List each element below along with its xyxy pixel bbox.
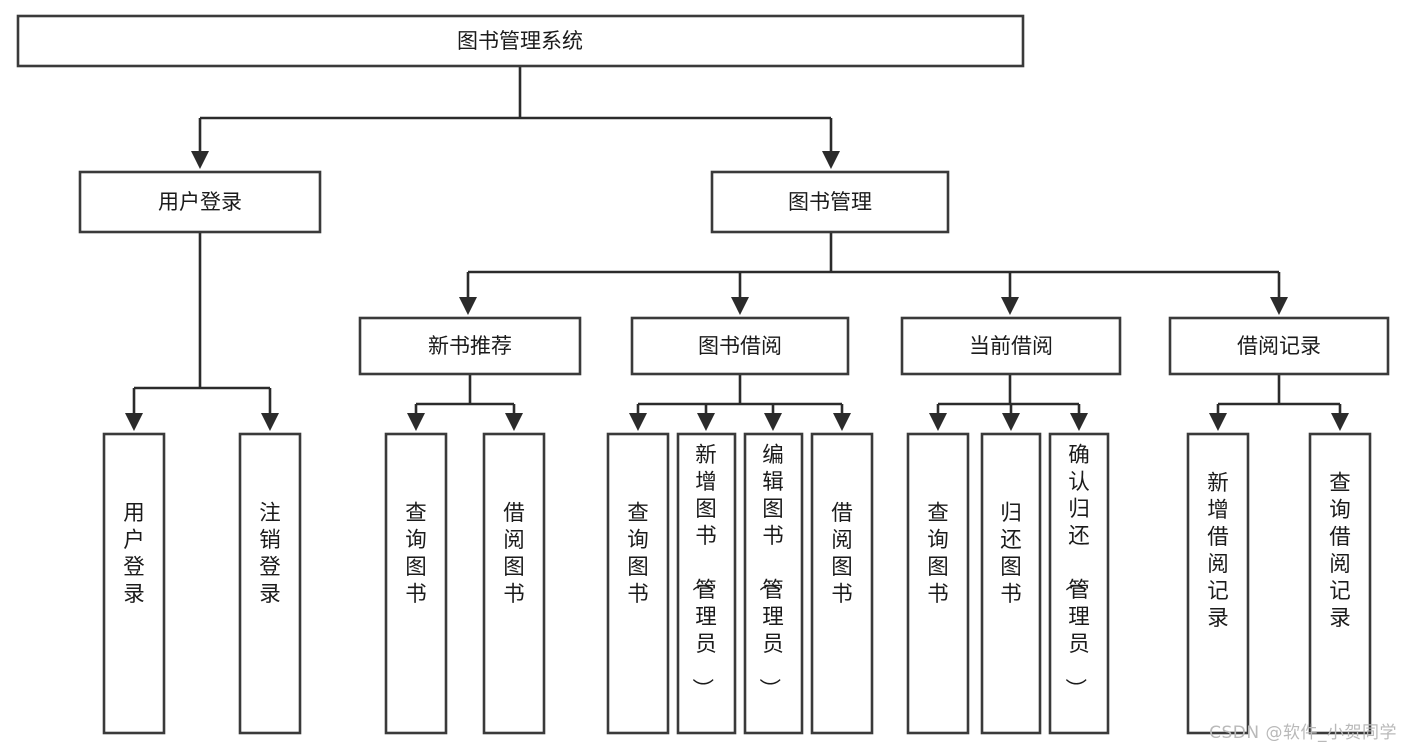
- leaf-node[interactable]: 借阅图书: [482, 432, 546, 735]
- node-book-mgmt-label: 图书管理: [788, 190, 872, 214]
- leaf-node[interactable]: 新增借阅记录: [1186, 432, 1250, 735]
- node-book-mgmt-rect[interactable]: [710, 170, 950, 234]
- leaf-rect[interactable]: [482, 432, 546, 735]
- node-new-book-rect[interactable]: [358, 316, 582, 376]
- leaf-rect[interactable]: [980, 432, 1042, 735]
- node-root-label: 图书管理系统: [457, 29, 583, 53]
- node-borrow-record-label: 借阅记录: [1237, 334, 1321, 358]
- node-book-mgmt[interactable]: 图书管理: [710, 170, 950, 234]
- node-current-borrow[interactable]: 当前借阅: [900, 316, 1122, 376]
- leaf-node[interactable]: 新增图书（管理员）: [676, 432, 737, 735]
- leaf-label: 查询图书: [627, 501, 649, 607]
- leaf-node[interactable]: 用户登录: [102, 432, 166, 735]
- edge-group-user-login: [124, 232, 280, 432]
- node-new-book[interactable]: 新书推荐: [358, 316, 582, 376]
- leaf-rect[interactable]: [676, 432, 737, 735]
- node-root[interactable]: 图书管理系统: [16, 14, 1025, 68]
- leaf-label: 注销登录: [259, 501, 281, 607]
- node-current-borrow-label: 当前借阅: [969, 334, 1053, 358]
- leaf-rect[interactable]: [1048, 432, 1110, 735]
- leaf-node[interactable]: 查询借阅记录: [1308, 432, 1372, 735]
- leaf-label: 新增图书（管理员）: [689, 443, 717, 700]
- leaf-rect[interactable]: [906, 432, 970, 735]
- leaf-rect[interactable]: [810, 432, 874, 735]
- leaf-node[interactable]: 编辑图书（管理员）: [743, 432, 804, 735]
- leaf-node[interactable]: 查询图书: [384, 432, 448, 735]
- node-user-login-rect[interactable]: [78, 170, 322, 234]
- leaf-label: 查询借阅记录: [1329, 471, 1351, 631]
- node-borrow-record-rect[interactable]: [1168, 316, 1390, 376]
- leaf-rect[interactable]: [102, 432, 166, 735]
- node-borrow[interactable]: 图书借阅: [630, 316, 850, 376]
- leaf-label: 编辑图书（管理员）: [756, 443, 784, 700]
- node-borrow-rect[interactable]: [630, 316, 850, 376]
- leaf-node[interactable]: 借阅图书: [810, 432, 874, 735]
- leaf-label: 借阅图书: [831, 501, 853, 607]
- node-borrow-label: 图书借阅: [698, 334, 782, 358]
- node-current-borrow-rect[interactable]: [900, 316, 1122, 376]
- leaf-node[interactable]: 确认归还（管理员）: [1048, 432, 1110, 735]
- edge-group-borrow: [628, 374, 852, 432]
- edge-group-record: [1208, 374, 1350, 432]
- edge-group-current: [928, 374, 1089, 432]
- leaf-rect[interactable]: [606, 432, 670, 735]
- leaf-rect[interactable]: [743, 432, 804, 735]
- leaf-label: 新增借阅记录: [1207, 471, 1229, 631]
- leaf-rect[interactable]: [238, 432, 302, 735]
- leaf-label: 确认归还（管理员）: [1062, 443, 1090, 700]
- leaf-label: 用户登录: [123, 501, 145, 607]
- node-borrow-record[interactable]: 借阅记录: [1168, 316, 1390, 376]
- leaf-rect[interactable]: [1186, 432, 1250, 735]
- leaf-node[interactable]: 注销登录: [238, 432, 302, 735]
- edge-group-new-book: [406, 374, 524, 432]
- node-new-book-label: 新书推荐: [428, 334, 512, 358]
- node-root-rect[interactable]: [16, 14, 1025, 68]
- leaf-label: 借阅图书: [503, 501, 525, 607]
- node-user-login[interactable]: 用户登录: [78, 170, 322, 234]
- leaf-label: 查询图书: [927, 501, 949, 607]
- node-user-login-label: 用户登录: [158, 190, 242, 214]
- leaf-rect[interactable]: [1308, 432, 1372, 735]
- leaf-label: 查询图书: [405, 501, 427, 607]
- leaf-node[interactable]: 查询图书: [606, 432, 670, 735]
- leaf-label: 归还图书: [1000, 501, 1022, 607]
- leaf-rect[interactable]: [384, 432, 448, 735]
- leaf-node[interactable]: 归还图书: [980, 432, 1042, 735]
- edge-group-book-mgmt: [458, 232, 1289, 316]
- leaf-node[interactable]: 查询图书: [906, 432, 970, 735]
- edge-group-root: [190, 66, 841, 170]
